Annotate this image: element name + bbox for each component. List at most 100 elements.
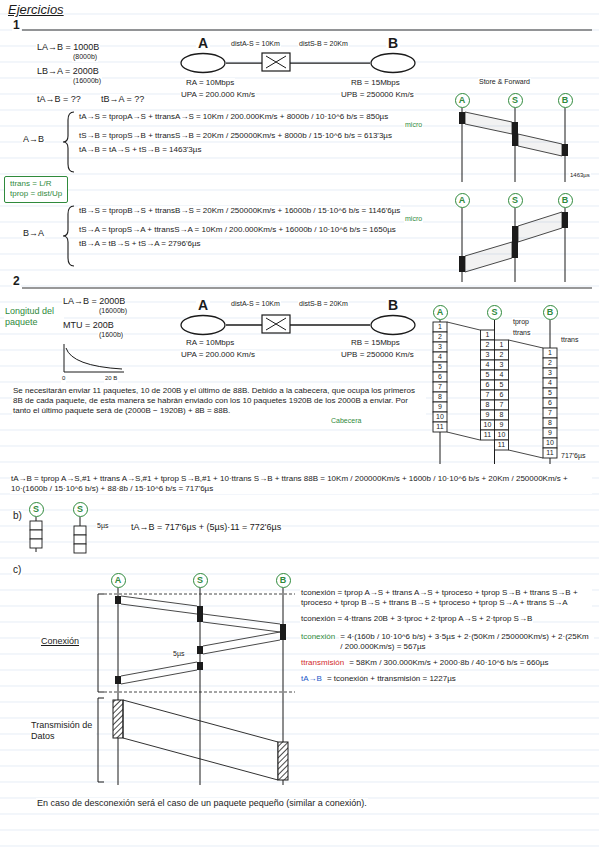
ruling-line — [0, 446, 599, 447]
packet-number: 6 — [497, 391, 507, 399]
ruling-line — [0, 222, 599, 223]
annotation: micro — [404, 121, 423, 130]
packet-number: 5 — [483, 371, 493, 379]
switch-box — [262, 53, 290, 71]
annotation: tB→A = ?? — [100, 94, 145, 105]
packet-travel — [121, 596, 197, 606]
packet-box — [481, 340, 495, 350]
station-circle: A — [433, 305, 448, 320]
packet-block — [197, 662, 203, 670]
packet-block — [115, 676, 121, 684]
packet-box — [481, 390, 495, 400]
packet-travel — [509, 450, 544, 458]
node-label: tprop = dist/Up — [10, 189, 62, 199]
packet-number: 9 — [497, 421, 507, 429]
packet-travel — [203, 622, 280, 632]
packet-travel — [447, 322, 480, 330]
packet-number: 4 — [545, 379, 555, 387]
oval-outline — [180, 52, 226, 74]
packet-box — [543, 388, 557, 398]
ruling-line — [0, 782, 599, 783]
annotation: (8000b) — [72, 53, 98, 62]
packet-number: 11 — [497, 441, 507, 449]
packet-number: 4 — [497, 371, 507, 379]
annotation: LA→B = 2000B — [62, 296, 126, 307]
packet-travel — [518, 212, 562, 242]
oval-shape — [371, 54, 415, 73]
packet-block — [562, 212, 568, 228]
packet-number: 11 — [545, 449, 555, 457]
packet-block — [115, 596, 121, 604]
oval-outline — [370, 314, 416, 336]
formula: tB→A = tB→S + tS→A = 2796'6µs — [78, 239, 202, 249]
station-circle: B — [558, 193, 573, 208]
formula: tA→B = tprop A→S,#1 + ttrans A→S,#1 + tp… — [10, 474, 592, 494]
annotation: tA→B — [300, 674, 323, 684]
phase-divider — [104, 692, 295, 693]
station-circle: B — [543, 305, 558, 320]
packet-box — [481, 430, 495, 440]
node-label: B — [280, 576, 287, 585]
packet-box — [543, 368, 557, 378]
packet-number: 11 — [435, 423, 445, 431]
annotation: 20 B — [104, 375, 118, 383]
bracket — [98, 594, 104, 692]
annotation: distS-B = 20Km — [298, 300, 349, 309]
packet-block — [512, 122, 518, 146]
hatched-block — [278, 742, 288, 780]
switch-cross — [266, 318, 286, 330]
annotation: tA→B = 717'6µs + (5µs)·11 = 772'6µs — [130, 522, 282, 533]
packet-number: 6 — [545, 399, 555, 407]
packet-number: 1 — [435, 323, 445, 331]
annotation: ttrans — [560, 336, 580, 345]
annotation: UPB = 250000 Km/s — [340, 90, 415, 100]
annotation: ttransmisión — [300, 658, 345, 668]
packet-box — [495, 390, 509, 400]
node-label: A — [196, 297, 210, 313]
node-label: B — [562, 196, 569, 205]
packet-box — [495, 360, 509, 370]
packet-number: 10 — [483, 421, 493, 429]
ruling-line — [0, 142, 599, 143]
ruling-line — [0, 830, 599, 831]
annotation: UPA = 200.000 Km/s — [180, 350, 256, 360]
ruling-line — [0, 510, 599, 511]
annotation: RA = 10Mbps — [185, 78, 235, 88]
ruling-line — [0, 686, 599, 687]
packet-box — [543, 428, 557, 438]
packet-number: 5 — [545, 389, 555, 397]
ruling-line — [0, 318, 599, 319]
formula: Longitud del paquete — [4, 306, 64, 329]
annotation: 5µs — [172, 650, 185, 659]
ruling-line — [0, 702, 599, 703]
packet-box — [433, 392, 447, 402]
packet-box — [481, 350, 495, 360]
packet-box — [74, 535, 86, 544]
network-link — [226, 324, 370, 325]
node-label: S — [77, 505, 83, 514]
formula: Transmisión de Datos — [30, 720, 96, 743]
packet-box — [543, 358, 557, 368]
host-node: A — [180, 296, 226, 336]
packet-box — [543, 448, 557, 458]
switch-cross — [266, 56, 286, 68]
packet-box — [495, 410, 509, 420]
station-circle: S — [508, 193, 523, 208]
ruling-line — [0, 382, 599, 383]
node-label: A — [196, 35, 210, 51]
annotation: UPA = 200.000 Km/s — [180, 90, 256, 100]
annotation: 717'6µs — [560, 452, 586, 461]
station-circle: S — [487, 305, 502, 320]
formula: tA→S = tpropA→S + ttransA→S = 10Km / 200… — [78, 112, 389, 122]
packet-number: 7 — [545, 409, 555, 417]
station-circle: A — [455, 93, 470, 108]
packet-box — [495, 350, 509, 360]
packet-number: 6 — [483, 381, 493, 389]
station-circle: B — [276, 573, 291, 588]
packet-number: 8 — [435, 393, 445, 401]
ruling-line — [0, 814, 599, 815]
packet-box — [481, 370, 495, 380]
packet-block — [459, 112, 465, 124]
node-label: ttrans = L/R — [10, 179, 62, 189]
